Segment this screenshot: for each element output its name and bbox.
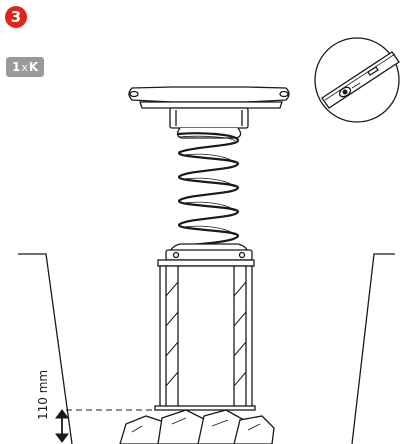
coil-spring: [177, 132, 240, 248]
ground-pit: [18, 253, 395, 444]
top-mounting-plate: [128, 86, 290, 109]
quantity-count: 1: [12, 60, 21, 74]
quantity-multiplier: x: [21, 61, 28, 74]
spirit-level-icon: [314, 37, 400, 123]
dimension-label: 110 mm: [36, 369, 50, 420]
step-number-badge: 3: [5, 6, 27, 28]
stones: [119, 409, 275, 444]
lower-bracket: [165, 243, 253, 261]
post-housing: [154, 259, 256, 411]
dimension-marker: [55, 409, 156, 443]
quantity-badge: 1xK: [6, 57, 45, 77]
quantity-part: K: [28, 60, 39, 74]
